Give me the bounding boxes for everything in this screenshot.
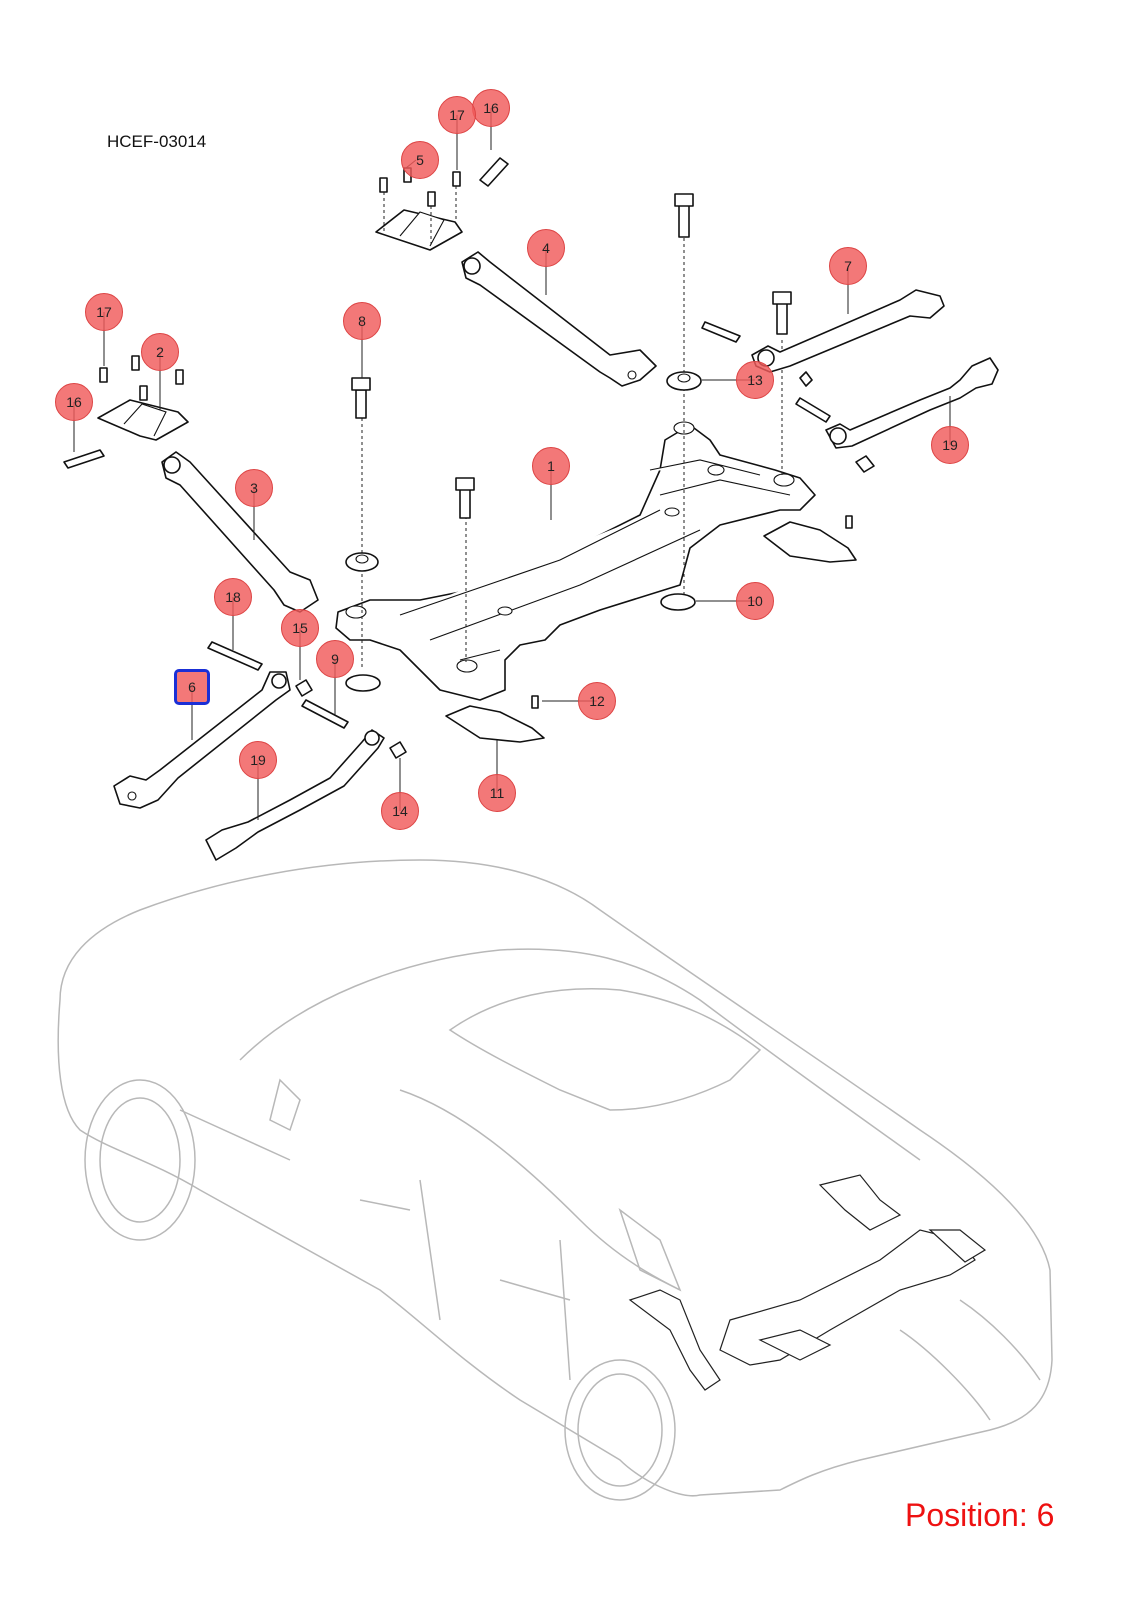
callout-7[interactable]: 7 xyxy=(829,247,867,285)
callout-17-left[interactable]: 17 xyxy=(85,293,123,331)
rear-subframe xyxy=(335,421,816,701)
callout-1[interactable]: 1 xyxy=(532,447,570,485)
callout-4[interactable]: 4 xyxy=(527,229,565,267)
callout-13[interactable]: 13 xyxy=(736,361,774,399)
vehicle-outline xyxy=(57,859,1053,1501)
underbody-plate-10 xyxy=(763,515,857,563)
subframe-mount-bracket-left xyxy=(63,355,189,469)
subframe-bolt-right xyxy=(772,291,792,335)
callout-5[interactable]: 5 xyxy=(401,141,439,179)
subframe-bolt-upper xyxy=(674,193,694,238)
callout-12[interactable]: 12 xyxy=(578,682,616,720)
subframe-bolt-center xyxy=(455,477,475,519)
callout-18[interactable]: 18 xyxy=(214,578,252,616)
callout-6-selected[interactable]: 6 xyxy=(174,669,210,705)
callout-8[interactable]: 8 xyxy=(343,302,381,340)
callout-15[interactable]: 15 xyxy=(281,609,319,647)
subframe-mount-bracket-upper xyxy=(375,157,509,251)
lower-washer-left xyxy=(345,674,381,692)
callout-17-upper[interactable]: 17 xyxy=(438,96,476,134)
stopper-washer-left xyxy=(345,552,379,572)
callout-3[interactable]: 3 xyxy=(235,469,273,507)
callout-16-upper[interactable]: 16 xyxy=(472,89,510,127)
arm-3 xyxy=(161,451,319,613)
callout-9[interactable]: 9 xyxy=(316,640,354,678)
callout-19-upper[interactable]: 19 xyxy=(931,426,969,464)
callout-19-lower[interactable]: 19 xyxy=(239,741,277,779)
subframe-bolt-left xyxy=(351,377,371,419)
lower-control-arm-6 xyxy=(113,641,313,809)
leader-lines xyxy=(73,108,951,820)
underbody-plate-11 xyxy=(445,695,545,743)
selected-position-label: Position: 6 xyxy=(905,1497,1055,1533)
toe-adjuster-link-lower xyxy=(205,699,407,861)
lower-washer-right xyxy=(660,593,696,611)
upper-arm-4 xyxy=(461,251,657,387)
toe-adjuster-link-upper xyxy=(795,357,999,473)
diagram-code: HCEF-03014 xyxy=(107,132,207,151)
vehicle-subframe-locator xyxy=(628,1174,987,1391)
callout-10[interactable]: 10 xyxy=(736,582,774,620)
callout-14[interactable]: 14 xyxy=(381,792,419,830)
stopper-washer-right xyxy=(666,371,702,391)
callout-11[interactable]: 11 xyxy=(478,774,516,812)
callout-16-left[interactable]: 16 xyxy=(55,383,93,421)
callout-2[interactable]: 2 xyxy=(141,333,179,371)
